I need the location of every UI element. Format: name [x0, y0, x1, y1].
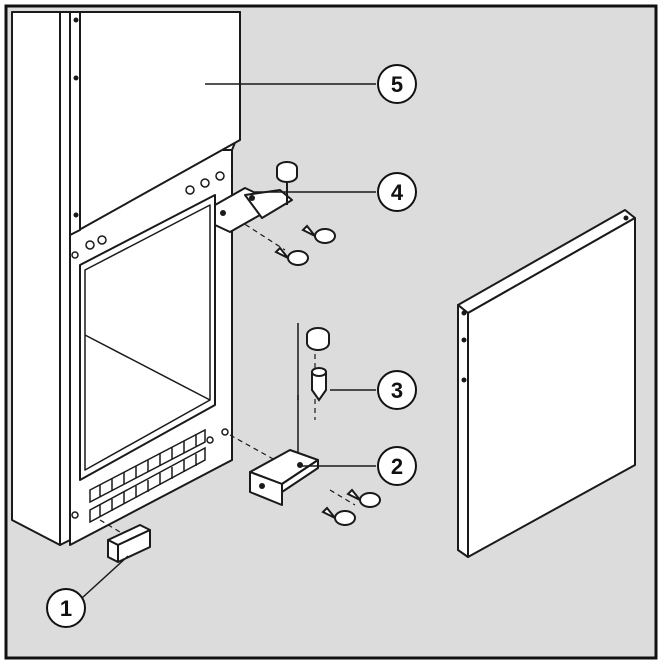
lower-hinge-screws — [321, 488, 381, 526]
callout-4-label: 4 — [391, 180, 404, 205]
callout-3: 3 — [377, 370, 417, 410]
callout-1-label: 1 — [60, 596, 72, 621]
callout-5-label: 5 — [391, 72, 403, 97]
door-hinge-cover — [107, 524, 151, 563]
upper-hinge — [214, 161, 298, 233]
callout-2-label: 2 — [391, 454, 403, 479]
callout-5: 5 — [377, 64, 417, 104]
ventilation-grille — [89, 428, 206, 524]
leader-lines — [81, 83, 376, 599]
callout-1: 1 — [46, 588, 86, 628]
upper-hinge-screws — [274, 224, 336, 266]
lower-door-panel — [457, 209, 636, 558]
callout-4: 4 — [377, 172, 417, 212]
upper-door — [69, 11, 241, 236]
callout-3-label: 3 — [391, 378, 403, 403]
callout-2: 2 — [377, 446, 417, 486]
mounting-holes — [71, 171, 229, 519]
lower-hinge-bracket — [249, 449, 319, 506]
hinge-pin — [306, 327, 330, 402]
